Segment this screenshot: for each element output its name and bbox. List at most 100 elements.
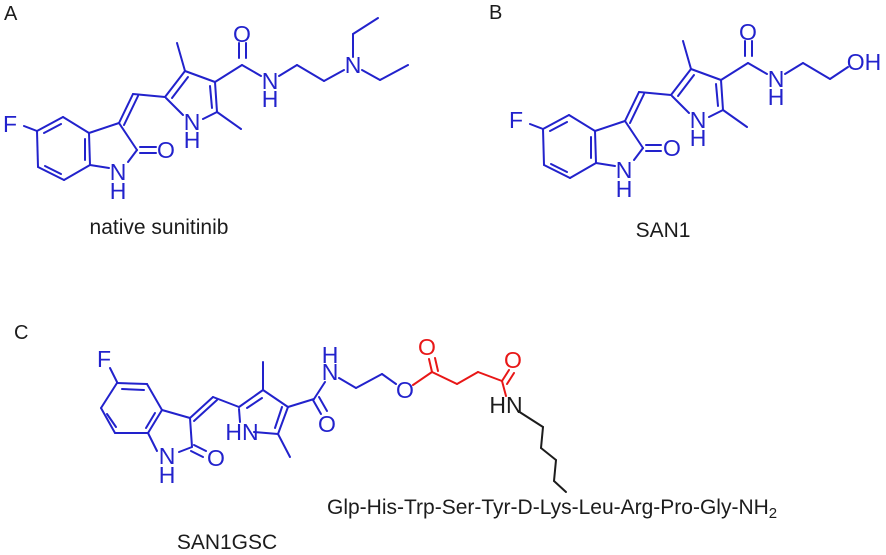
bond [722, 109, 748, 128]
bond [784, 62, 804, 75]
bond [477, 371, 503, 382]
atom-label: H [110, 178, 127, 204]
bond [100, 407, 116, 434]
bond [517, 410, 544, 428]
bond [277, 433, 291, 458]
bond [540, 447, 557, 461]
bond [184, 70, 216, 83]
bond [671, 95, 690, 114]
bond [193, 399, 218, 422]
bond [434, 357, 439, 372]
bond [323, 69, 345, 82]
bond [802, 62, 831, 80]
bond [214, 64, 243, 83]
bond [146, 383, 163, 411]
bond [216, 111, 242, 130]
bond [313, 381, 326, 400]
bond [633, 147, 644, 161]
bond [412, 371, 433, 386]
bond [338, 377, 357, 389]
panel-label-c: C [14, 322, 29, 344]
bond [549, 121, 568, 132]
atom-label: HN [225, 419, 258, 445]
bond [274, 406, 283, 429]
atom-label: H [690, 125, 707, 151]
bond [624, 91, 640, 122]
atom-label: OH [847, 49, 882, 75]
bond [88, 122, 120, 134]
bond [568, 114, 596, 132]
bond [594, 120, 626, 132]
bond [629, 93, 645, 124]
bond [708, 109, 724, 118]
bond [355, 373, 383, 389]
atom-label: O [418, 334, 436, 360]
atom-label: N [322, 359, 339, 385]
bond [720, 79, 724, 111]
bond [164, 70, 186, 98]
bond [287, 398, 315, 408]
atom-label: H [322, 342, 339, 368]
bond [88, 132, 91, 166]
bond [123, 95, 139, 126]
atom-label: H [159, 462, 176, 488]
bond [37, 166, 65, 181]
bond [89, 164, 110, 169]
atom-label: H [768, 84, 785, 110]
bond [542, 128, 545, 166]
bond [214, 81, 218, 113]
peptide-subscript: 2 [768, 505, 778, 522]
bond [43, 123, 62, 134]
bond [165, 97, 184, 116]
atom-label: F [97, 346, 111, 372]
bond [118, 93, 134, 124]
atom-label: HN [489, 392, 522, 418]
bond [553, 459, 557, 482]
bond [246, 397, 263, 409]
bond [540, 426, 544, 449]
bond [361, 69, 381, 81]
bond [209, 85, 213, 109]
peptide-sequence-text: Glp-His-Trp-Ser-Tyr-D-Lys-Leu-Arg-Pro-Gl… [327, 496, 769, 519]
atom-label: F [509, 107, 523, 133]
atom-label: H [262, 86, 279, 112]
bond [241, 64, 262, 77]
bond [63, 164, 91, 181]
bond [44, 165, 62, 175]
bond [677, 74, 695, 97]
caption-native-sunitinib: native sunitinib [89, 216, 229, 239]
bond [529, 123, 544, 130]
bond [638, 91, 672, 96]
atom-label: N [768, 66, 785, 92]
bond [624, 120, 644, 149]
bond [145, 412, 156, 429]
bond [594, 130, 597, 164]
bond [312, 399, 322, 415]
bond [118, 122, 138, 151]
bond [296, 64, 325, 82]
atom-label: N [159, 443, 176, 469]
bond [161, 409, 191, 419]
bond [543, 164, 571, 179]
atom-label: O [396, 377, 414, 403]
bond [238, 389, 264, 408]
atom-label: H [616, 176, 633, 202]
atom-label: O [207, 445, 225, 471]
bond [189, 396, 214, 419]
bond [569, 162, 597, 179]
bond [62, 116, 90, 134]
bond [262, 389, 289, 408]
bond [36, 116, 64, 132]
atom-label: O [233, 21, 251, 47]
bond [109, 367, 118, 383]
bond [238, 408, 241, 423]
bond [553, 480, 567, 493]
bond [106, 413, 117, 428]
bond [428, 358, 433, 373]
panel-label-b: B [489, 2, 503, 24]
bond [690, 68, 722, 81]
bond [670, 68, 692, 96]
